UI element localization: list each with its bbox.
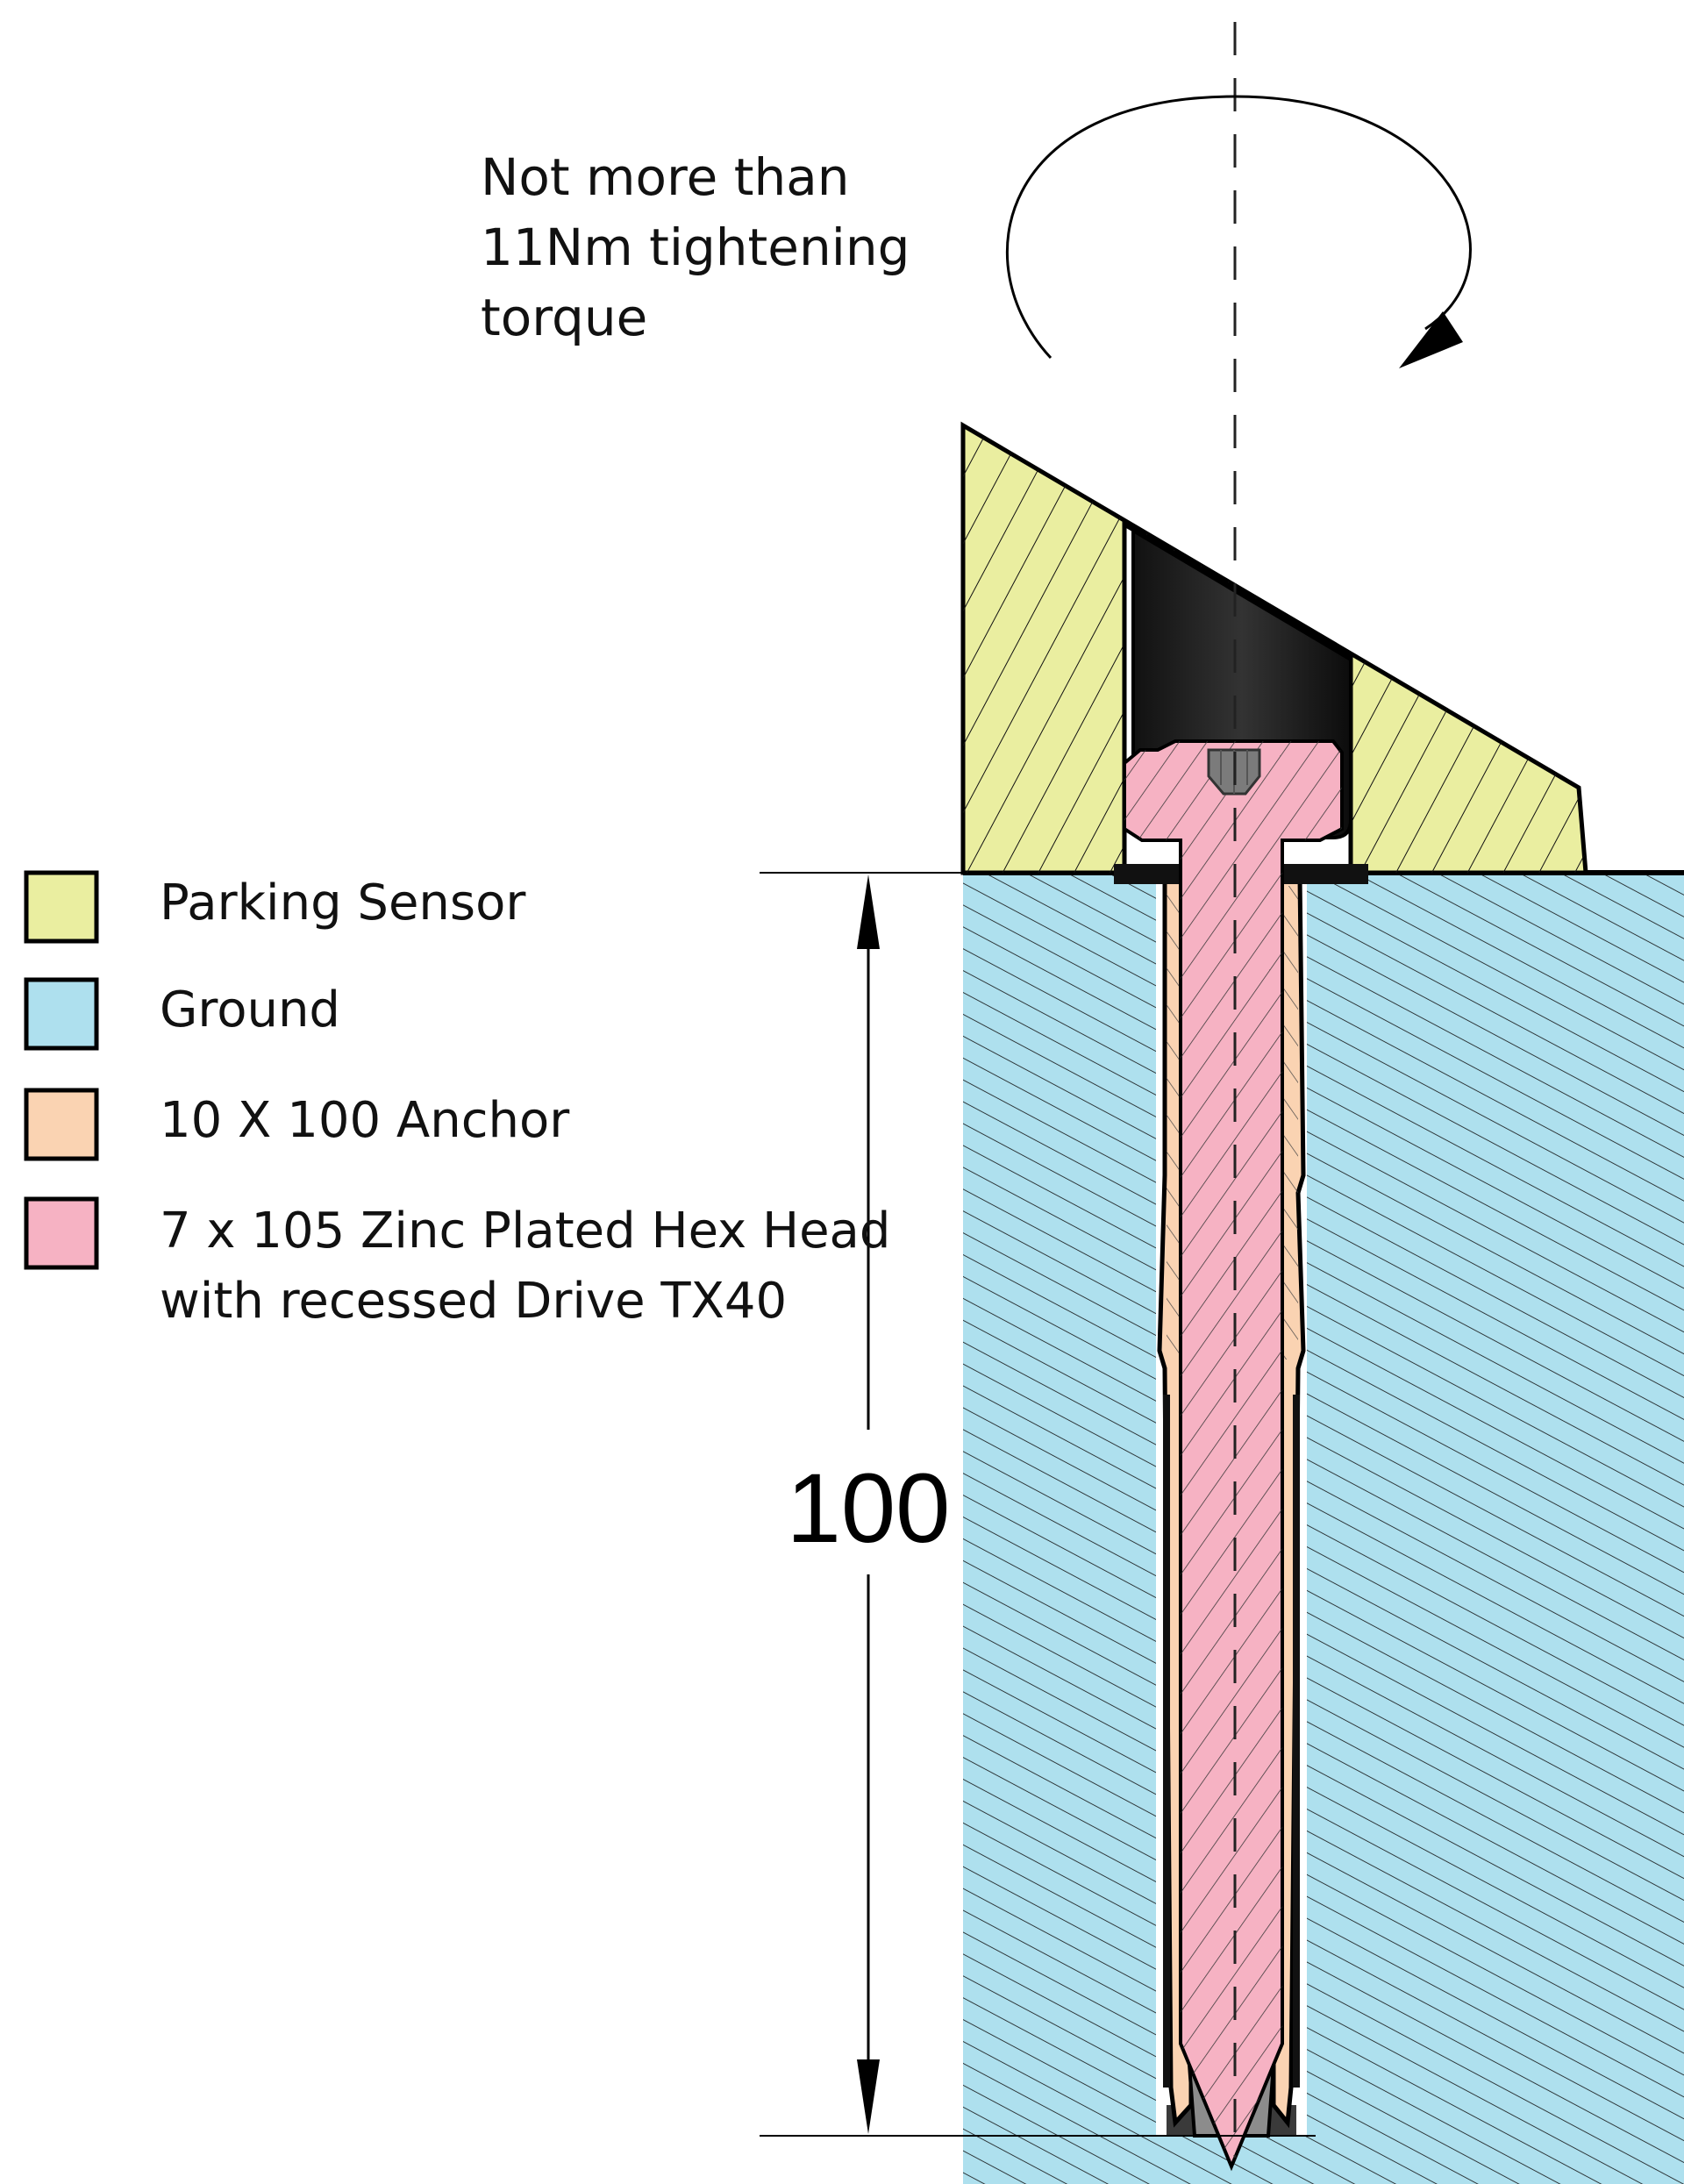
legend-label-screw: 7 x 105 Zinc Plated Hex Head with recess… — [160, 1203, 906, 1330]
legend-swatch-parking-sensor — [24, 870, 99, 944]
legend-item-screw: 7 x 105 Zinc Plated Hex Head with recess… — [24, 1196, 906, 1330]
legend-item-parking-sensor: Parking Sensor — [24, 870, 526, 944]
rotation-arc — [1005, 95, 1472, 360]
screw-hatch — [1124, 741, 1342, 2166]
dimension-arrow-top — [857, 874, 880, 949]
rotation-arrowhead — [1399, 311, 1463, 368]
legend-swatch-ground — [24, 977, 99, 1051]
legend-label-anchor: 10 X 100 Anchor — [160, 1092, 570, 1149]
legend-swatch-anchor — [24, 1088, 99, 1161]
legend-item-ground: Ground — [24, 977, 340, 1051]
ground-hatch — [963, 873, 1684, 2184]
legend-label-screw-line-2: with recessed Drive TX40 — [160, 1273, 787, 1330]
torque-line-2: 11Nm tightening — [481, 218, 910, 277]
legend-label-parking-sensor-line-1: Parking Sensor — [160, 874, 526, 931]
depth-dimension: 100 — [760, 872, 1316, 2137]
ground-block — [963, 870, 1684, 2184]
legend-item-anchor: 10 X 100 Anchor — [24, 1088, 570, 1161]
curved-rotation-arrow-icon — [1005, 95, 1472, 368]
dimension-value: 100 — [787, 1453, 951, 1563]
torque-line-3: torque — [481, 288, 647, 347]
legend-swatch-screw — [24, 1196, 99, 1270]
legend: Parking Sensor Ground 10 X 100 Anchor 7 … — [24, 870, 906, 1330]
torque-annotation: Not more than 11Nm tightening torque — [481, 147, 926, 347]
legend-label-screw-line-1: 7 x 105 Zinc Plated Hex Head — [160, 1203, 890, 1260]
dimension-arrow-bottom — [857, 2059, 880, 2134]
torque-line-1: Not more than — [481, 147, 850, 207]
legend-label-anchor-line-1: 10 X 100 Anchor — [160, 1092, 570, 1149]
legend-label-ground: Ground — [160, 981, 340, 1038]
legend-label-ground-line-1: Ground — [160, 981, 340, 1038]
legend-label-parking-sensor: Parking Sensor — [160, 874, 526, 931]
